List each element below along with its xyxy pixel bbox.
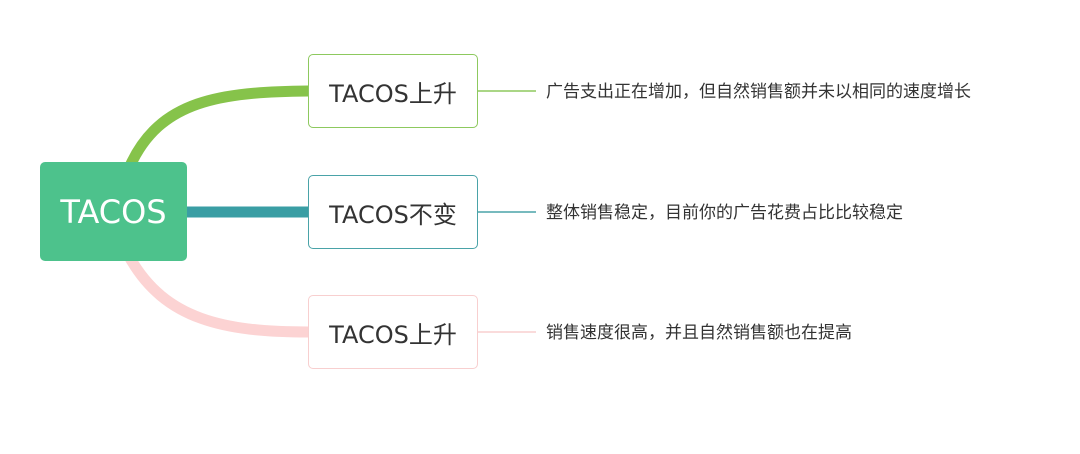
root-node-label: TACOS [60, 192, 167, 231]
root-node[interactable]: TACOS [40, 162, 187, 261]
branch-description-tacos-unchanged: 整体销售稳定，目前你的广告花费占比比较稳定 [546, 203, 903, 223]
branch-node-label: TACOS不变 [329, 200, 457, 229]
connector-branch-1 [124, 85, 314, 172]
branch-node-tacos-unchanged[interactable]: TACOS不变 [308, 175, 478, 249]
connector-branch-3 [124, 252, 314, 338]
branch-node-label: TACOS上升 [329, 79, 457, 108]
branch-node-label: TACOS上升 [329, 320, 457, 349]
branch-node-tacos-rising[interactable]: TACOS上升 [308, 54, 478, 128]
branch-description-tacos-rising: 广告支出正在增加，但自然销售额并未以相同的速度增长 [546, 82, 971, 102]
branch-node-tacos-rising-organic[interactable]: TACOS上升 [308, 295, 478, 369]
branch-description-tacos-rising-organic: 销售速度很高，并且自然销售额也在提高 [546, 323, 852, 343]
